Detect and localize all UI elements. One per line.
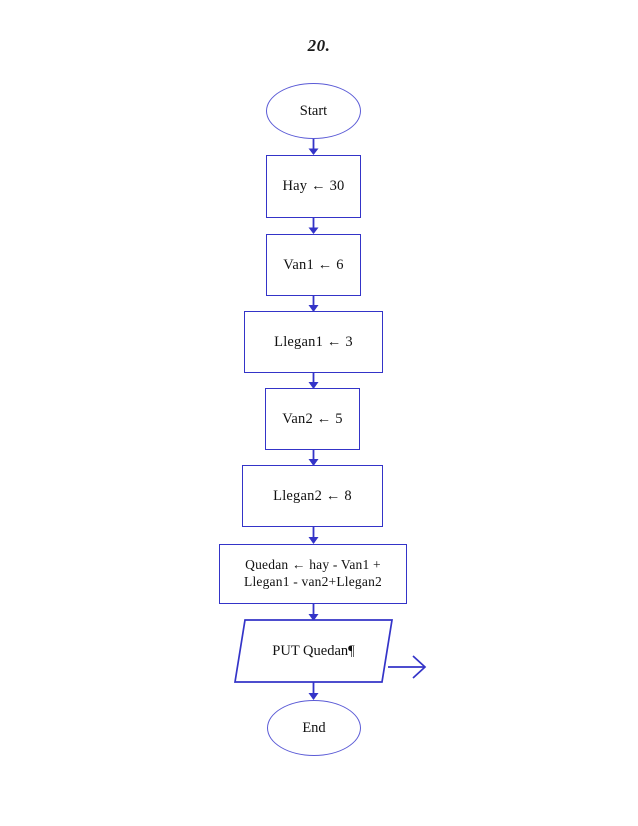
arrowhead-put-right	[412, 655, 427, 679]
arrowhead-llegan1-van2	[308, 382, 319, 389]
arrowhead-van1-llegan1	[308, 305, 319, 312]
node-llegan1-label: Llegan1 ← 3	[274, 333, 353, 350]
node-hay[interactable]: Hay ← 30	[266, 155, 361, 218]
node-end[interactable]: End	[267, 700, 361, 756]
node-llegan1[interactable]: Llegan1 ← 3	[244, 311, 383, 373]
node-quedan-label-line2: Llegan1 - van2+Llegan2	[244, 574, 382, 589]
page-title: 20.	[307, 36, 331, 55]
arrowhead-van2-llegan2	[308, 459, 319, 466]
arrowhead-start-hay	[308, 148, 319, 155]
node-llegan2-label: Llegan2 ← 8	[273, 487, 352, 504]
node-llegan2[interactable]: Llegan2 ← 8	[242, 465, 383, 527]
node-quedan-label-line1: Quedan ← hay - Van1 +	[245, 557, 381, 573]
node-van1[interactable]: Van1 ← 6	[266, 234, 361, 296]
arrowhead-quedan-put	[308, 614, 319, 621]
node-quedan[interactable]: Quedan ← hay - Van1 + Llegan1 - van2+Lle…	[219, 544, 407, 604]
node-hay-label: Hay ← 30	[282, 178, 345, 194]
node-put-quedan-label: PUT Quedan¶	[272, 642, 355, 659]
node-start[interactable]: Start	[266, 83, 361, 139]
node-van1-label: Van1 ← 6	[283, 256, 344, 273]
node-end-label: End	[302, 719, 326, 736]
arrowhead-hay-van1	[308, 227, 319, 234]
node-van2-label: Van2 ← 5	[282, 410, 343, 427]
node-van2[interactable]: Van2 ← 5	[265, 388, 360, 450]
arrowhead-llegan2-quedan	[308, 537, 319, 544]
node-put-quedan[interactable]: PUT Quedan¶	[235, 620, 392, 682]
io-parallelogram-put	[234, 619, 393, 683]
arrowhead-put-end	[308, 693, 319, 700]
node-start-label: Start	[299, 102, 328, 119]
